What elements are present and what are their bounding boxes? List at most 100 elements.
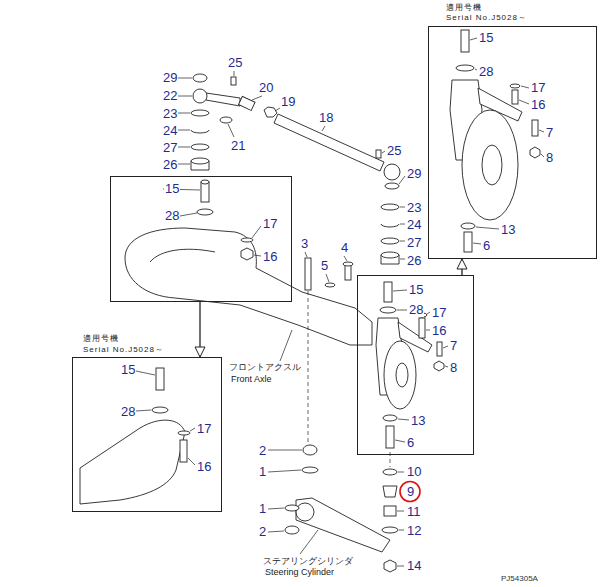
callout-number: 15 [120,362,136,377]
leader-line [443,346,448,348]
highlight-circle [400,482,420,502]
callout-number: 24 [406,217,422,232]
leader-line [268,450,302,451]
exploded-parts [380,307,396,313]
assembly-line [308,291,309,444]
exploded-parts [461,223,475,229]
exploded-parts [530,147,540,158]
callout-number: 8 [545,150,554,165]
callout-number: 15 [164,181,180,196]
callout-number: 16 [262,249,278,264]
exploded-parts [206,93,240,106]
exploded-parts [386,426,394,448]
exploded-parts [343,262,353,266]
callout-number: 17 [262,216,278,231]
part-caption: ステアリングシリンダ [262,556,354,567]
leader-line [254,255,261,256]
exploded-parts [231,77,236,85]
leader-line [399,530,404,531]
leader-line [539,130,544,132]
exploded-parts [178,431,190,435]
inset-box: 15 28 17 16 [110,176,292,302]
callout-number: 25 [227,55,243,70]
drawing-code: PJ54305A [500,574,539,584]
exploded-parts [302,467,318,473]
part-caption: フロントアクスル [228,362,302,373]
exploded-parts [381,224,399,227]
exploded-parts [384,282,392,302]
leader-line [234,71,235,76]
direction-arrow [461,259,462,275]
callout-number: 22 [162,88,178,103]
callout-number: 2 [258,524,267,539]
leader-line [190,428,195,431]
callout-number: 23 [406,200,422,215]
leader-line [268,531,284,532]
exploded-parts [462,110,518,220]
callout-number: 1 [258,464,267,479]
exploded-parts [241,248,253,260]
exploded-parts [325,283,335,287]
leader-line [268,508,284,509]
leader-line [382,151,385,153]
callout-number: 3 [300,236,309,251]
exploded-parts [197,209,213,215]
callout-number: 25 [386,143,402,158]
callout-number: 24 [162,123,178,138]
callout-number: 28 [164,208,180,223]
callout-number: 16 [431,323,447,338]
callout-number: 28 [408,302,424,317]
callout-number: 16 [530,97,546,112]
exploded-parts [384,164,400,180]
callout-number: 7 [449,338,458,353]
callout-number: 5 [320,258,329,273]
leader-line [521,86,529,88]
callout-number: 8 [449,360,458,375]
leader-line [393,290,407,291]
leader-line [188,458,195,465]
inset-box: 適用号機Serial No.J5028～1528171678136 [428,26,597,259]
serial-heading: Serial No.J5028～ [82,345,165,355]
exploded-parts [532,120,538,136]
exploded-parts [385,183,399,189]
exploded-parts [303,445,317,455]
exploded-parts [384,506,396,516]
exploded-parts [383,469,397,475]
callout-number: 7 [545,125,554,140]
inset-box: 適用号機Serial No.J5028～15281716 [72,357,222,512]
leader-line [470,38,477,40]
callout-number: 26 [162,157,178,172]
leader-line [476,227,499,229]
leader-line [228,124,234,137]
leader-line [252,96,262,100]
leader-line [399,176,405,184]
leader-line [397,511,404,512]
leader-line [400,259,405,260]
callout-number: 12 [406,523,422,538]
exploded-parts [381,238,399,244]
exploded-parts [191,144,209,150]
leader-line [426,330,430,331]
callout-number: 29 [406,166,422,181]
exploded-parts [150,249,215,262]
leader-line [344,256,347,261]
leader-line [136,371,155,375]
exploded-parts [125,228,372,345]
leader-line [305,252,307,257]
callout-number: 6 [482,238,491,253]
exploded-parts [220,117,232,123]
callout-number: 15 [408,282,424,297]
callout-number: 18 [318,110,334,125]
leader-line [395,440,405,442]
callout-number: 19 [280,94,296,109]
callout-number: 2 [258,443,267,458]
exploded-parts [482,145,502,185]
leader-line [398,419,409,420]
exploded-parts [464,232,472,252]
exploded-parts [376,150,381,158]
exploded-parts [191,158,209,164]
leader-line [136,38,544,566]
leader-line [397,310,407,311]
